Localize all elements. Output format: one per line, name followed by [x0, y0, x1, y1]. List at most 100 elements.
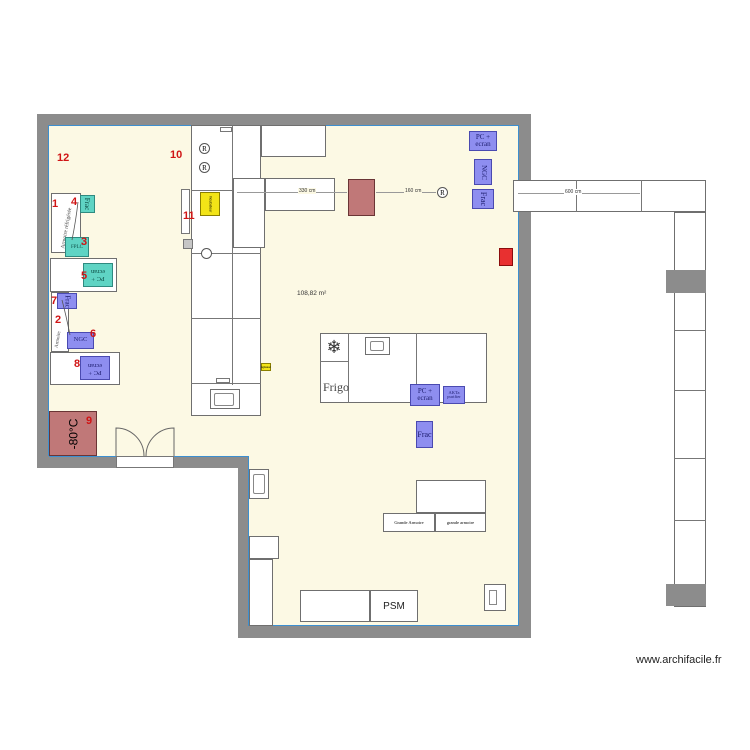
corridor-col-line-3: [674, 390, 706, 391]
bench-rail-top: [220, 127, 232, 132]
bottom-bench: [300, 590, 370, 622]
central-bench-divider: [232, 125, 233, 385]
r-symbol-3-label: R: [440, 188, 445, 197]
outer-wall-bottom: [238, 626, 531, 638]
r-symbol-2: R: [199, 162, 210, 173]
fplc-teal: FPLC: [65, 237, 89, 257]
sink-bench: [210, 389, 240, 409]
lower-left-long-bench: [249, 559, 273, 626]
psm-cabinet: PSM: [370, 590, 418, 622]
area-label: 108,82 m²: [297, 290, 327, 297]
sink-basin: [214, 393, 234, 406]
corridor-grey-block-1: [666, 270, 706, 293]
corridor-grey-block-2: [666, 584, 706, 606]
akta-purifier: AKTa purifier: [443, 386, 465, 404]
ngc-top-right-label: NGC: [479, 164, 488, 180]
r-symbol-1-label: R: [202, 144, 207, 153]
psm-label: PSM: [383, 600, 405, 612]
central-island-mid: [320, 361, 348, 362]
number-6: 6: [90, 328, 97, 340]
r-symbol-1: R: [199, 143, 210, 154]
inner-outline-right: [518, 125, 519, 626]
pc-ecran-top-right: PC + ecran: [469, 131, 497, 151]
ngc-purple-left-label: NGC: [73, 336, 88, 344]
central-bench: [191, 125, 261, 416]
pc-ecran-top-right-label: PC + ecran: [475, 133, 491, 148]
grande-armoire-1-label: Grande Armoire: [394, 520, 424, 525]
freezer-minus80: -80°C: [49, 411, 97, 456]
grandes-armoires-block: [416, 480, 486, 513]
ngc-top-right: NGC: [474, 159, 492, 185]
frac-top-right: Frac: [472, 189, 494, 209]
central-bench-line-4: [191, 383, 261, 384]
grey-square-fixture: [183, 239, 193, 249]
corridor-top-bench-div-1: [576, 180, 577, 212]
akta-purifier-label: AKTa purifier: [447, 389, 461, 399]
r-symbol-3: R: [437, 187, 448, 198]
snowflake-icon: ❄: [326, 336, 342, 357]
inner-outline-bottom: [249, 625, 519, 626]
outer-wall-inner-vertical: [238, 456, 249, 638]
outer-wall-left: [37, 114, 49, 468]
corridor-col-line-5: [674, 520, 706, 521]
number-8: 8: [74, 358, 81, 370]
horizontal-bench: [265, 178, 335, 211]
freezer-minus80-label: -80°C: [66, 418, 80, 449]
tap-circle: [201, 248, 212, 259]
number-9: 9: [86, 415, 93, 427]
yellow-incubator: Incubateur: [200, 192, 220, 216]
number-2: 2: [55, 314, 62, 326]
corridor-col-line-2: [674, 330, 706, 331]
yellow-small-device: Agitateur: [261, 363, 271, 371]
dim-line-330: [237, 192, 347, 193]
number-1: 1: [52, 198, 59, 210]
dim-label-160: 160 cm: [404, 188, 423, 194]
pc-ecran-purple-left-label: PC + ecran: [87, 362, 103, 376]
pc-ecran-purple-left: PC + ecran: [80, 356, 110, 380]
ngc-purple-left: NGC: [67, 332, 94, 349]
watermark[interactable]: www.archifacile.fr: [636, 654, 722, 666]
bench-rail-bottom: [216, 378, 230, 383]
number-12: 12: [57, 152, 70, 164]
central-bench-line-1: [191, 190, 261, 191]
number-10: 10: [170, 149, 183, 161]
grande-armoire-2-label: grande armoire: [446, 520, 475, 525]
dim-label-330: 330 cm: [298, 188, 317, 194]
red-box-right-wall: [499, 248, 513, 266]
bottom-right-small-unit-detail: [489, 590, 497, 605]
dim-label-600: 600 cm: [564, 189, 583, 195]
central-bench-line-3: [191, 318, 261, 319]
brown-equipment-top: [348, 179, 375, 216]
corridor-top-bench: [513, 180, 706, 212]
number-7: 7: [51, 295, 58, 307]
yellow-incubator-label: Incubateur: [207, 195, 212, 213]
inner-outline-left: [48, 125, 49, 456]
double-door-opening[interactable]: [116, 456, 174, 468]
corridor-col-line-4: [674, 458, 706, 459]
number-11: 11: [183, 210, 195, 222]
floor-upper: [49, 126, 519, 456]
central-island-div-1: [348, 333, 349, 403]
grande-armoire-1: Grande Armoire: [383, 513, 435, 532]
island-sink-basin: [370, 341, 384, 351]
wall-shelf-top: [261, 125, 326, 157]
inner-outline-inner-vertical: [248, 456, 249, 626]
outer-wall-right: [519, 114, 531, 638]
number-5: 5: [81, 270, 88, 282]
pc-ecran-island: PC + ecran: [410, 384, 440, 406]
central-bench-line-2: [191, 253, 261, 254]
r-symbol-2-label: R: [202, 163, 207, 172]
frac-island: Frac: [416, 421, 433, 448]
double-door-swing: [115, 427, 175, 457]
pc-ecran-teal-left: PC + ecran: [83, 263, 113, 287]
number-3: 3: [81, 236, 88, 248]
pc-ecran-island-label: PC + ecran: [417, 387, 433, 402]
lower-left-shelf: [249, 536, 279, 559]
narrow-shelf-left: [181, 189, 190, 234]
frac-purple-left: Frac: [57, 293, 77, 309]
outer-wall-top: [37, 114, 531, 126]
yellow-small-device-label: Agitateur: [261, 365, 272, 369]
frac-island-label: Frac: [417, 429, 432, 439]
frac-top-right-label: Frac: [479, 191, 488, 207]
frac-teal: Frac: [80, 195, 95, 213]
